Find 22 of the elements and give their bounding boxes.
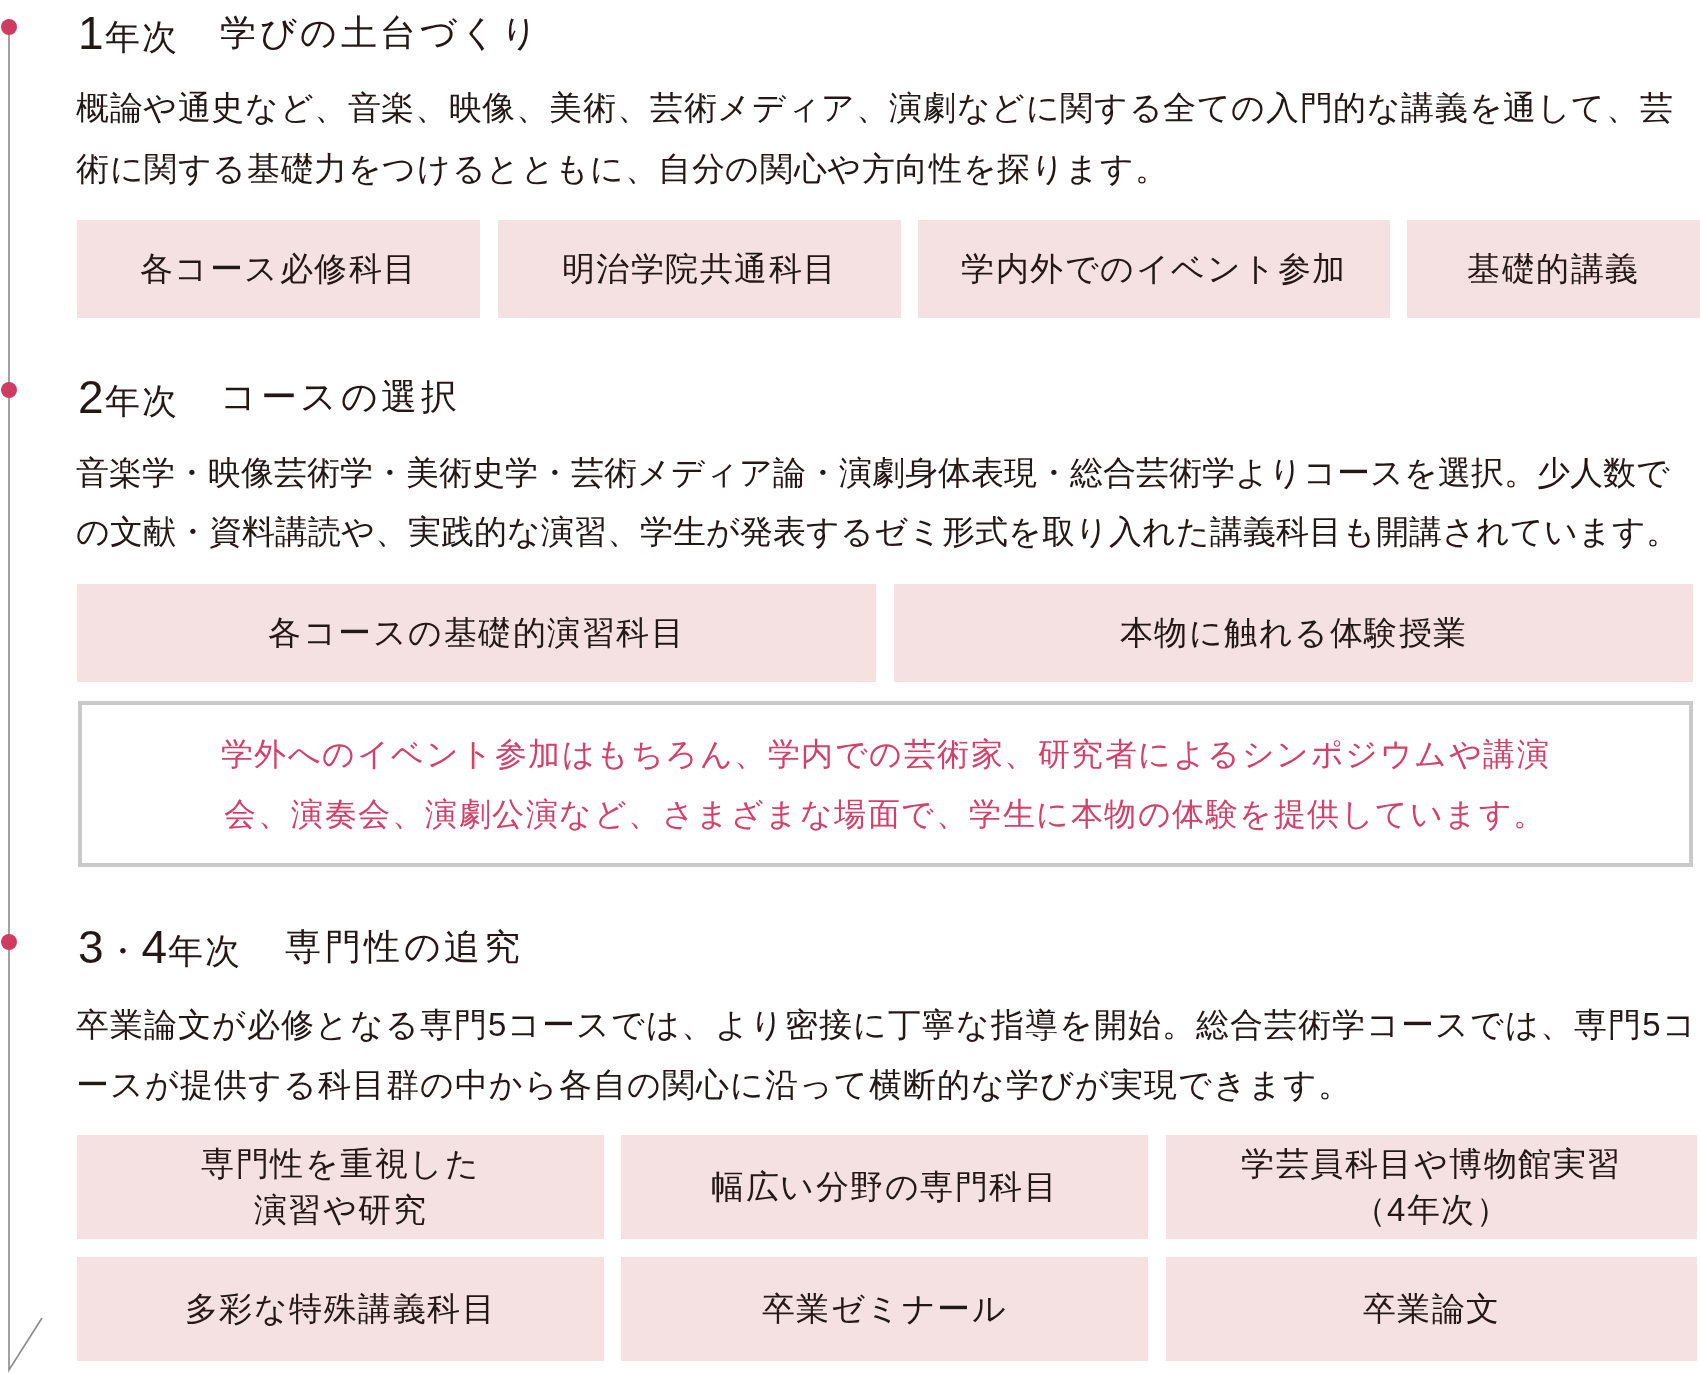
subject-box: 幅広い分野の専門科目 bbox=[621, 1135, 1148, 1239]
section-heading: 専門性の追究 bbox=[285, 925, 523, 969]
subject-box: 明治学院共通科目 bbox=[498, 220, 901, 318]
subject-box: 多彩な特殊講義科目 bbox=[77, 1257, 604, 1361]
subject-box: 学内外でのイベント参加 bbox=[918, 220, 1390, 318]
note-box: 学外へのイベント参加はもちろん、学内での芸術家、研究者によるシンポジウムや講演会、演奏会、演劇公演など、さまざまな場面で、学生に本物の体験を提供しています。 bbox=[78, 701, 1693, 867]
subject-box: 各コースの基礎的演習科目 bbox=[77, 584, 876, 682]
year-label: 2年次 bbox=[78, 372, 179, 425]
subject-box: 各コース必修科目 bbox=[77, 220, 480, 318]
subject-box: 基礎的講義 bbox=[1407, 220, 1700, 318]
subject-box: 学芸員科目や博物館実習（4年次） bbox=[1166, 1135, 1697, 1239]
section-heading: コースの選択 bbox=[220, 375, 460, 419]
subject-box: 本物に触れる体験授業 bbox=[894, 584, 1693, 682]
section-heading: 学びの土台づくり bbox=[220, 11, 541, 55]
section-text: 概論や通史など、音楽、映像、美術、芸術メディア、演劇などに関する全ての入門的な講義を通して、芸術に関する基礎力をつけるとともに、自分の関心や方向性を探ります。 bbox=[76, 88, 1675, 189]
section-text: 卒業論文が必修となる専門5コースでは、より密接に丁寧な指導を開始。総合芸術学コースでは、専門5コースが提供する科目群の中から各自の関心に沿って横断的な学びが実現できます。 bbox=[76, 1005, 1698, 1105]
year-label: 1年次 bbox=[78, 8, 179, 61]
year-label: 3・4年次 bbox=[78, 922, 243, 975]
section-text: 音楽学・映像芸術学・美術史学・芸術メディア論・演劇身体表現・総合芸術学よりコースを選択。少人数での文献・資料講読や、実践的な演習、学生が発表するゼミ形式を取り入れた講義科目も開講されています。 bbox=[76, 453, 1680, 552]
subject-box: 卒業ゼミナール bbox=[621, 1257, 1148, 1361]
subject-box: 卒業論文 bbox=[1166, 1257, 1697, 1361]
subject-box: 専門性を重視した演習や研究 bbox=[77, 1135, 604, 1239]
